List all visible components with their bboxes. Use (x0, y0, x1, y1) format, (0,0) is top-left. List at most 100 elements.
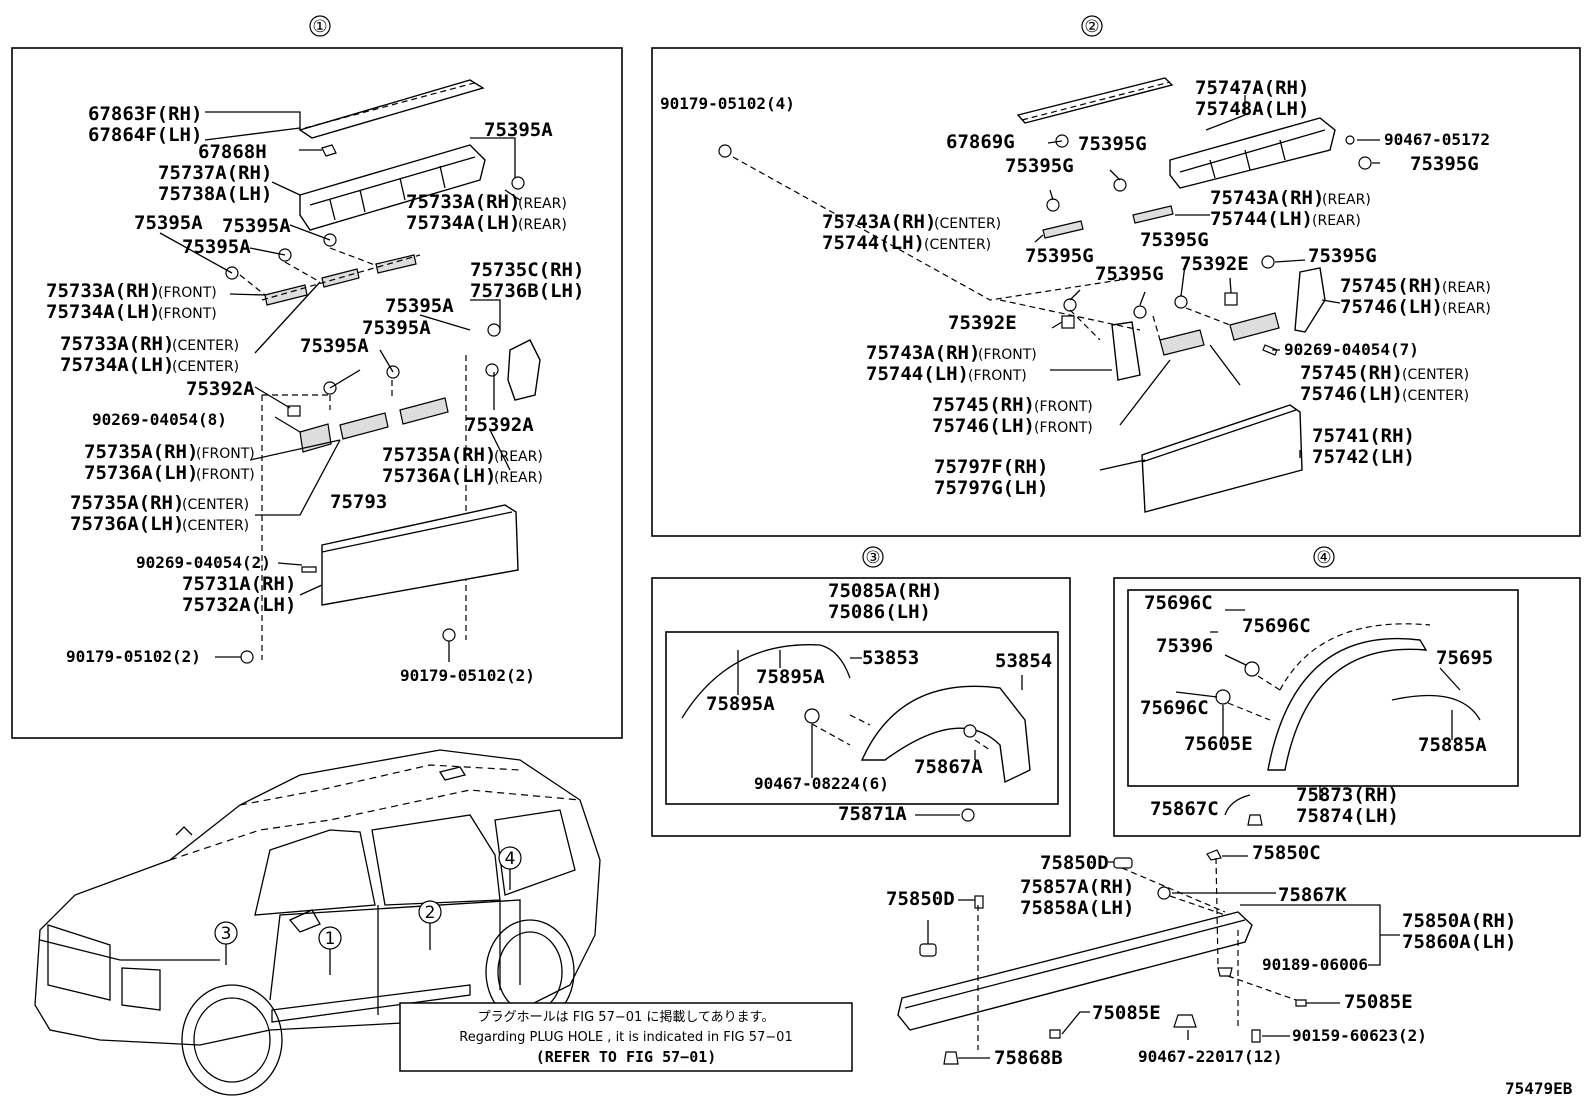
svg-text:75395A: 75395A (385, 295, 454, 317)
label-67864f: 67864F(LH) (88, 124, 202, 146)
section-4: ④ 75696C 75696C 75396 75695 75696C 75605… (1113, 546, 1581, 837)
retainer-75735a-center (339, 412, 389, 440)
label-90467-08224: 90467-08224(6) (754, 774, 889, 793)
car-marker-2: 2 (425, 903, 436, 923)
label-75867c: 75867C (1150, 798, 1219, 820)
svg-text:(REAR): (REAR) (1442, 280, 1491, 296)
label-75734a-front: 75734A(LH) (46, 301, 160, 323)
retainer-rear-2 (1132, 205, 1174, 224)
label-90467-22017: 90467-22017(12) (1138, 1047, 1283, 1066)
svg-text:(REAR): (REAR) (518, 217, 567, 233)
svg-text:(REAR): (REAR) (1442, 301, 1491, 317)
svg-text:75392A: 75392A (465, 414, 534, 436)
rocker-moulding-75850a (897, 911, 1253, 1031)
label-75735a-front: 75735A(RH) (84, 441, 198, 463)
label-75695: 75695 (1436, 647, 1493, 669)
arch-53853 (681, 644, 851, 719)
diagram-id: 75479EB (1505, 1079, 1573, 1098)
label-75858a: 75858A(LH) (1020, 897, 1134, 919)
label-75736a-front: 75736A(LH) (84, 462, 198, 484)
vehicle-rocker (271, 984, 471, 1023)
svg-text:(CENTER): (CENTER) (934, 216, 1001, 232)
upper-garnish-rear (1016, 77, 1174, 124)
svg-text:75395G: 75395G (1078, 133, 1147, 155)
label-75733a-rear: 75733A(RH) (406, 191, 520, 213)
section-3-marker: ③ (865, 548, 880, 568)
label-75748a: 75748A(LH) (1195, 98, 1309, 120)
label-75857a: 75857A(RH) (1020, 876, 1134, 898)
svg-text:(FRONT): (FRONT) (196, 467, 255, 483)
label-53854: 53854 (995, 650, 1052, 672)
rocker-moulding-group: 75850D 75850C 75850D 75857A(RH) 75858A(L… (886, 842, 1516, 1069)
label-75745-center: 75745(RH) (1300, 362, 1403, 384)
bracket-75745-rear (1294, 267, 1326, 333)
section-2-frame (651, 47, 1581, 537)
label-75736b: 75736B(LH) (470, 280, 584, 302)
svg-text:75395G: 75395G (1140, 229, 1209, 251)
label-75085e-left: 75085E (1092, 1002, 1161, 1024)
arch-75873 (1267, 638, 1428, 771)
section-2-marker: ② (1084, 17, 1099, 37)
svg-text:75395A: 75395A (134, 212, 203, 234)
retainer-center-2 (1042, 220, 1084, 239)
label-75746-center: 75746(LH) (1300, 383, 1403, 405)
svg-text:(CENTER): (CENTER) (924, 237, 991, 253)
section-1-marker: ① (312, 17, 327, 37)
svg-text:(FRONT): (FRONT) (158, 285, 217, 301)
label-75850d-b: 75850D (886, 888, 955, 910)
clip-67868h (321, 144, 337, 157)
plug-hole-note: プラグホールは FIG 57−01 に掲載してあります。 Regarding P… (399, 1002, 853, 1072)
note-reference: (REFER TO FIG 57−01) (536, 1048, 717, 1066)
clip-90179-05102 (718, 144, 732, 158)
label-75734a-center: 75734A(LH) (60, 354, 174, 376)
label-75737a: 75737A(RH) (158, 162, 272, 184)
label-75860a: 75860A(LH) (1402, 931, 1516, 953)
retainer-front (264, 284, 308, 306)
svg-text:75895A: 75895A (706, 693, 775, 715)
svg-text:(FRONT): (FRONT) (196, 446, 255, 462)
label-75395a: 75395A (484, 119, 553, 141)
svg-text:75395G: 75395G (1308, 245, 1377, 267)
svg-text:75392E: 75392E (948, 312, 1017, 334)
svg-text:(REAR): (REAR) (1322, 192, 1371, 208)
label-75742: 75742(LH) (1312, 446, 1415, 468)
svg-text:(FRONT): (FRONT) (1034, 420, 1093, 436)
garnish-75747a (1169, 117, 1336, 189)
section-4-marker: ④ (1316, 548, 1331, 568)
svg-text:(REAR): (REAR) (518, 196, 567, 212)
label-75696c-a: 75696C (1144, 592, 1213, 614)
svg-text:75395A: 75395A (362, 317, 431, 339)
label-75733a-front: 75733A(RH) (46, 280, 160, 302)
svg-text:75395G: 75395G (1005, 155, 1074, 177)
label-75735c: 75735C(RH) (470, 259, 584, 281)
svg-text:(REAR): (REAR) (494, 449, 543, 465)
label-75744-front: 75744(LH) (866, 363, 969, 385)
svg-text:(REAR): (REAR) (494, 470, 543, 486)
label-75735a-center: 75735A(RH) (70, 492, 184, 514)
label-75732a: 75732A(LH) (182, 594, 296, 616)
car-marker-4: 4 (505, 849, 516, 869)
clip-75395a-top (511, 176, 525, 190)
label-75744-center: 75744(LH) (822, 232, 925, 254)
label-75874: 75874(LH) (1296, 805, 1399, 827)
label-75746-rear: 75746(LH) (1340, 296, 1443, 318)
car-marker-3: 3 (221, 924, 232, 944)
label-75867a: 75867A (914, 756, 983, 778)
svg-text:75395A: 75395A (222, 215, 291, 237)
label-75743a-center: 75743A(RH) (822, 211, 936, 233)
arch-75085a (860, 685, 1031, 784)
label-75850d-a: 75850D (1040, 852, 1109, 874)
label-75085a: 75085A(RH) (828, 580, 942, 602)
svg-text:75395G: 75395G (1410, 153, 1479, 175)
svg-text:(FRONT): (FRONT) (158, 306, 217, 322)
svg-text:(FRONT): (FRONT) (968, 368, 1027, 384)
label-75086: 75086(LH) (828, 601, 931, 623)
arch-75885a (1391, 694, 1481, 721)
section-2: ② 90179-05102(4) 75747A(RH) 75748A(LH) (651, 15, 1581, 537)
svg-text:75395G: 75395G (1095, 263, 1164, 285)
label-75747a: 75747A(RH) (1195, 77, 1309, 99)
label-90179-05102-4: 90179-05102(4) (660, 94, 795, 113)
moulding-75793 (321, 504, 519, 606)
svg-text:(FRONT): (FRONT) (1034, 399, 1093, 415)
